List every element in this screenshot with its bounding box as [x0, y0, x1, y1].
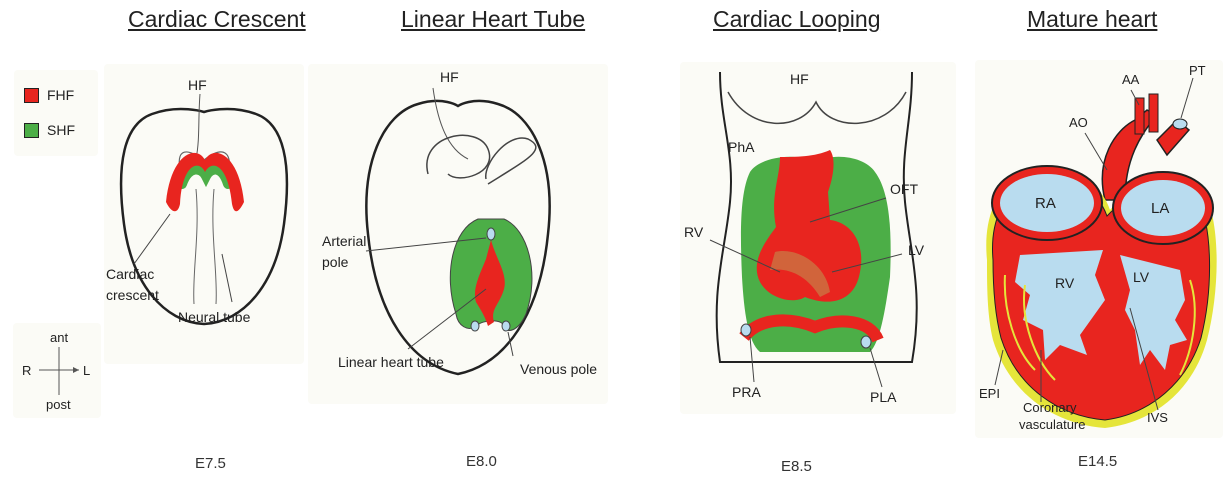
axis-l: L [83, 363, 90, 378]
label-oft: OFT [890, 181, 918, 197]
pt-opening [1173, 119, 1187, 129]
crescent-diagram: HF Cardiac crescent Neural tube [104, 64, 304, 364]
label-ra: RA [1035, 195, 1056, 212]
title-linear-heart-tube: Linear Heart Tube [401, 6, 585, 33]
age-e8-5: E8.5 [781, 458, 812, 475]
label-ivs: IVS [1147, 410, 1168, 425]
axis-post: post [46, 397, 71, 412]
panel-linear-heart-tube: HF Arterial pole Linear heart tube Venou… [308, 64, 608, 404]
label-crescent: crescent [106, 287, 159, 303]
label-rv: RV [684, 224, 704, 240]
looping-diagram: HF PhA OFT RV LV PRA PLA [680, 62, 956, 414]
ao-pointer [1085, 133, 1107, 170]
axis-arrow-icon [73, 367, 79, 373]
label-neural-tube: Neural tube [178, 309, 251, 325]
age-e7-5: E7.5 [195, 455, 226, 472]
arch-branch-1 [1135, 98, 1144, 134]
title-cardiac-looping: Cardiac Looping [713, 6, 881, 33]
label-hf: HF [188, 77, 207, 93]
title-cardiac-crescent: Cardiac Crescent [128, 6, 306, 33]
orientation-axes: ant post R L [13, 323, 101, 418]
panel-cardiac-crescent: HF Cardiac crescent Neural tube [104, 64, 304, 364]
label-rv: RV [1055, 275, 1075, 291]
age-e8-0: E8.0 [466, 453, 497, 470]
label-arterial: Arterial [322, 233, 366, 249]
label-lv: LV [908, 242, 925, 258]
legend-label-shf: SHF [47, 122, 75, 138]
pt-pointer [1181, 78, 1193, 118]
venous-pole-right [502, 321, 510, 331]
fhf-swatch [24, 88, 39, 103]
label-venous-pole: Venous pole [520, 361, 597, 377]
label-la: LA [1151, 200, 1169, 217]
label-epi: EPI [979, 386, 1000, 401]
label-hf: HF [440, 69, 459, 85]
label-pole: pole [322, 254, 349, 270]
label-lv: LV [1133, 269, 1150, 285]
panel-mature-heart: AA PT AO RA LA RV LV EPI Coronary vascul… [975, 60, 1223, 438]
orientation-axes-graphic: ant post R L [13, 323, 101, 418]
label-ao: AO [1069, 115, 1088, 130]
axis-ant: ant [50, 330, 68, 345]
pla-marker [861, 336, 871, 348]
label-aa: AA [1122, 72, 1140, 87]
panel-cardiac-looping: HF PhA OFT RV LV PRA PLA [680, 62, 956, 414]
linear-tube-diagram: HF Arterial pole Linear heart tube Venou… [308, 64, 608, 404]
legend-item-shf: SHF [24, 122, 75, 138]
label-pha: PhA [728, 139, 755, 155]
axis-r: R [22, 363, 31, 378]
label-linear-heart-tube: Linear heart tube [338, 354, 444, 370]
label-coronary: Coronary [1023, 400, 1077, 415]
legend-label-fhf: FHF [47, 87, 74, 103]
label-pt: PT [1189, 63, 1206, 78]
shf-swatch [24, 123, 39, 138]
legend-item-fhf: FHF [24, 87, 74, 103]
label-pra: PRA [732, 384, 761, 400]
label-vasculature: vasculature [1019, 417, 1085, 432]
venous-pole-left [471, 321, 479, 331]
arch-branch-2 [1149, 94, 1158, 132]
title-mature-heart: Mature heart [1027, 6, 1157, 33]
age-e14-5: E14.5 [1078, 453, 1117, 470]
label-pla: PLA [870, 389, 897, 405]
label-hf: HF [790, 71, 809, 87]
pra-marker [741, 324, 751, 336]
arterial-pole-marker [487, 228, 495, 240]
label-cardiac: Cardiac [106, 266, 154, 282]
mature-heart-diagram: AA PT AO RA LA RV LV EPI Coronary vascul… [975, 60, 1223, 438]
legend: FHF SHF [14, 70, 98, 156]
